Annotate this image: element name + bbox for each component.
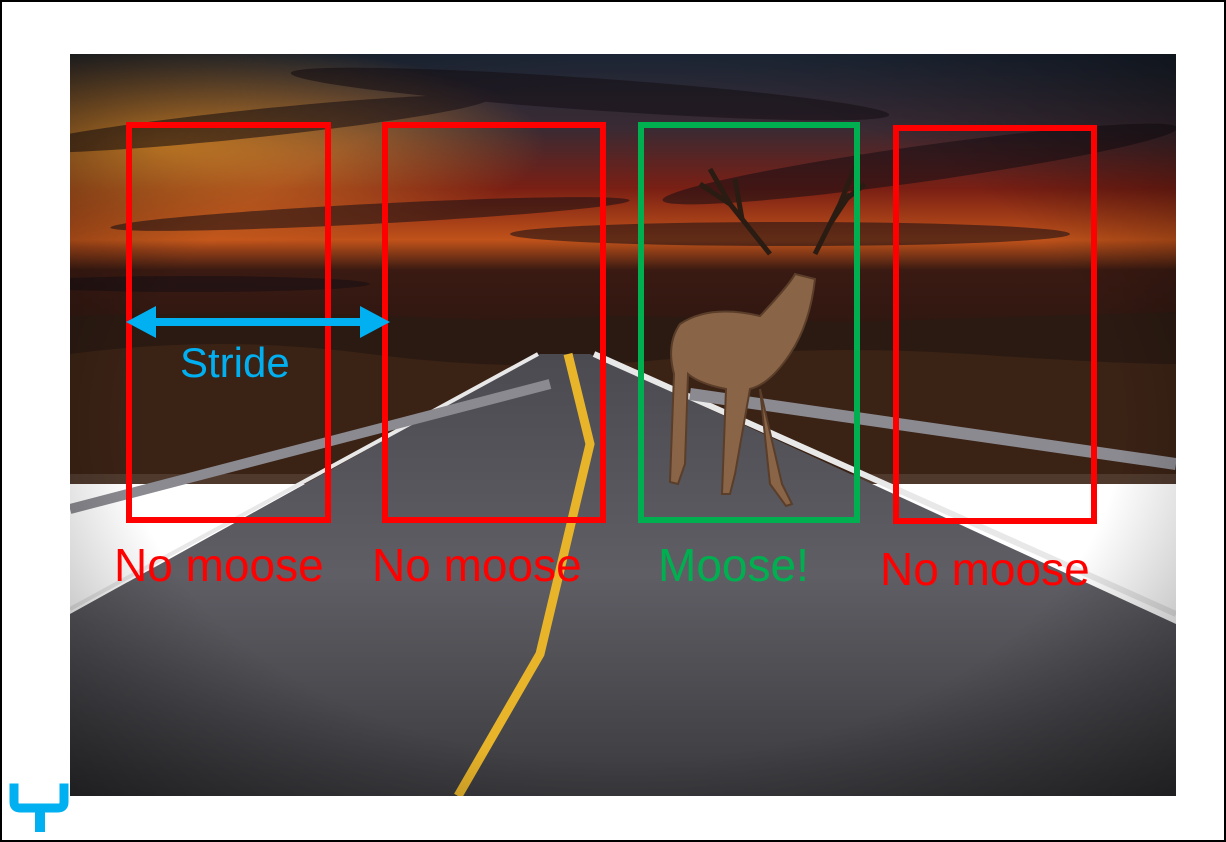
stride-arrow-icon	[126, 306, 390, 338]
window-2	[382, 122, 606, 523]
window-1-label: No moose	[114, 539, 324, 591]
highway-deer-photo	[70, 54, 1176, 796]
window-3	[638, 122, 860, 523]
window-3-label: Moose!	[658, 539, 809, 591]
bracket-logo-icon	[9, 783, 69, 832]
window-4-label: No moose	[880, 543, 1090, 595]
window-4	[893, 125, 1097, 524]
window-2-label: No moose	[372, 539, 582, 591]
stride-label: Stride	[180, 339, 290, 386]
